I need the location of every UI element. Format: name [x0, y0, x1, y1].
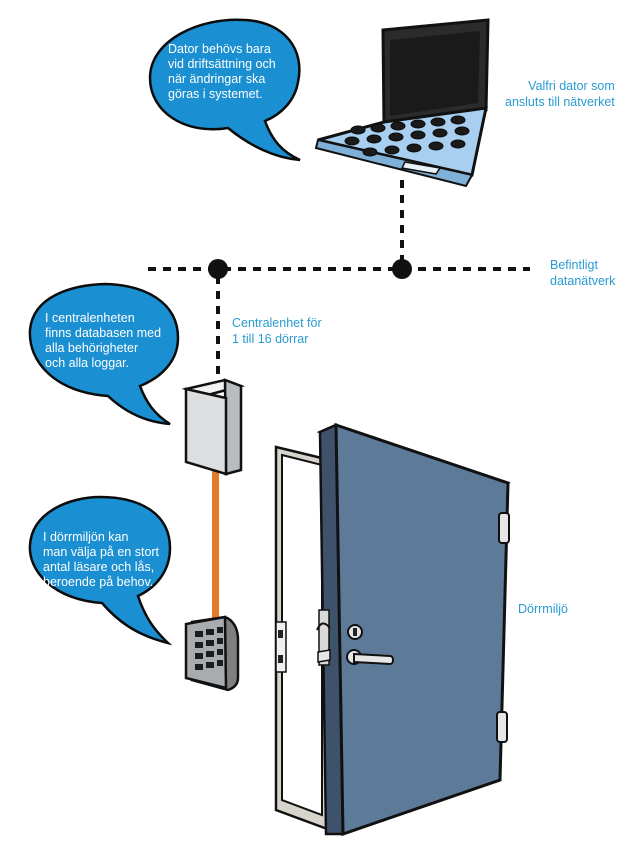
bubble-line: I dörrmiljön kan [43, 530, 129, 544]
door-icon [316, 422, 511, 837]
bubble-text-door: I dörrmiljön kan man välja på en stort a… [43, 530, 159, 590]
network-node-laptop [392, 259, 412, 279]
label-central: Centralenhet för 1 till 16 dörrar [232, 315, 322, 347]
label-line: Centralenhet för [232, 316, 322, 330]
bubble-line: när ändringar ska [168, 72, 266, 86]
bubble-line: man välja på en stort [43, 545, 160, 559]
bubble-line: antal läsare och lås, [43, 560, 155, 574]
speech-bubble-computer [148, 18, 301, 162]
bubble-line: I centralenheten [45, 311, 135, 325]
label-line: Valfri dator som [528, 79, 615, 93]
bubble-text-central: I centralenheten finns databasen med all… [45, 311, 161, 371]
bubble-line: alla behörigheter [45, 341, 139, 355]
keypad-reader-icon [184, 615, 240, 692]
label-computer: Valfri dator som ansluts till nätverket [505, 78, 615, 110]
bubble-line: finns databasen med [45, 326, 162, 340]
label-line: 1 till 16 dörrar [232, 332, 309, 346]
bubble-text-computer: Dator behövs bara vid driftsättning och … [168, 42, 276, 102]
reader-cable [212, 470, 219, 620]
speech-bubble-door [28, 495, 173, 646]
bubble-line: vid driftsättning och [168, 57, 276, 71]
central-unit-icon [181, 378, 246, 476]
bubble-line: och alla loggar. [45, 356, 130, 370]
bubble-line: göras i systemet. [168, 87, 263, 101]
label-line: datanätverk [550, 274, 616, 288]
network-node-central [208, 259, 228, 279]
label-network: Befintligt datanätverk [550, 257, 615, 289]
label-line: ansluts till nätverket [505, 95, 615, 109]
speech-bubble-central [28, 282, 180, 426]
label-line: Befintligt [550, 258, 598, 272]
label-door: Dörrmiljö [518, 601, 568, 617]
door-frame [274, 445, 332, 832]
label-line: Dörrmiljö [518, 602, 568, 616]
laptop-icon [314, 18, 490, 188]
bubble-line: Dator behövs bara [168, 42, 271, 56]
bubble-line: beroende på behov. [43, 575, 154, 589]
